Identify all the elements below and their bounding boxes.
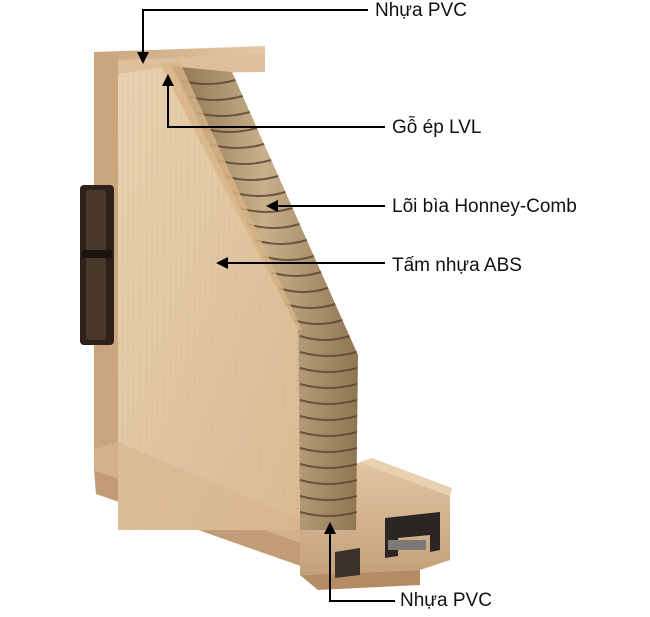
honeycomb-cell <box>299 447 358 453</box>
label-honeycomb-core: Lõi bìa Honney-Comb <box>392 196 577 217</box>
honeycomb-cell <box>299 335 350 341</box>
honeycomb-cell <box>299 495 358 501</box>
label-lvl-wood: Gỗ ép LVL <box>392 117 482 138</box>
honeycomb-cell <box>299 479 358 485</box>
honeycomb-cell <box>299 463 358 469</box>
honeycomb-cell <box>299 367 358 373</box>
hinge <box>80 185 114 345</box>
label-pvc-bottom: Nhựa PVC <box>400 590 492 611</box>
arrow-heads <box>137 52 336 534</box>
honeycomb-cell <box>299 383 358 389</box>
label-pvc-top: Nhựa PVC <box>375 0 467 21</box>
honeycomb-cell <box>299 351 357 357</box>
label-abs-sheet: Tấm nhựa ABS <box>392 255 522 276</box>
honeycomb-cell <box>299 431 358 437</box>
annotation-arrows <box>142 9 395 602</box>
honeycomb-cell <box>299 415 358 421</box>
door-panel <box>118 66 300 530</box>
honeycomb-cell <box>299 399 358 405</box>
honeycomb-cell <box>299 511 358 517</box>
